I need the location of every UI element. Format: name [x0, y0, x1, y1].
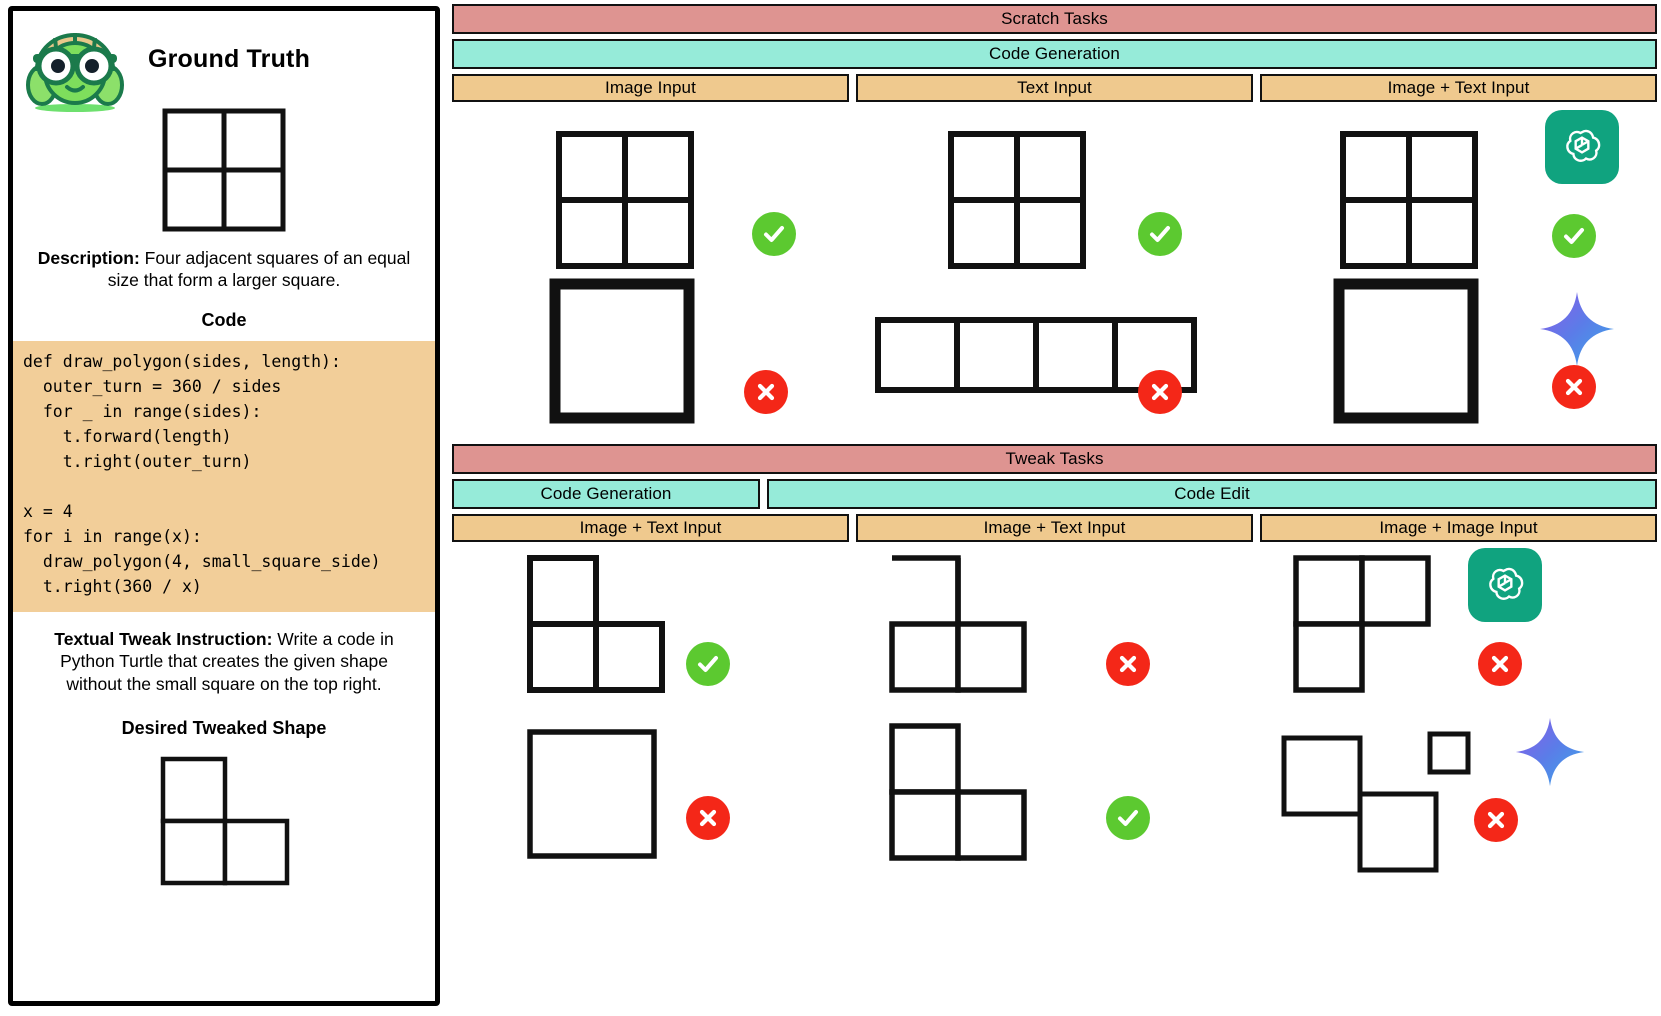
tweak-cell-codegen-1	[452, 542, 849, 710]
tweak-task-code-generation: Code Generation	[452, 479, 760, 509]
shape-1x4-strip	[874, 316, 1198, 399]
check-circle-icon	[752, 212, 796, 256]
tweak-results-row-2	[452, 710, 1657, 878]
scratch-cell-text-input-1	[856, 102, 1253, 270]
tweak-cell-codeedit-image-2	[1260, 710, 1657, 878]
tweak-instruction-body: Write a code in Python Turtle that creat…	[60, 628, 394, 695]
x-circle-icon	[744, 370, 788, 414]
scratch-cell-image-text-input-2	[1260, 270, 1657, 438]
check-circle-icon	[1138, 212, 1182, 256]
tweak-instruction: Textual Tweak Instruction: Write a code …	[39, 628, 409, 696]
tweak-input-image-image: Image + Image Input	[1260, 514, 1657, 542]
description-body: Four adjacent squares of an equal size t…	[107, 248, 411, 291]
shape-L-shape-open-top-left	[888, 554, 1028, 699]
x-circle-icon	[1474, 798, 1518, 842]
tweak-cell-codeedit-text-2	[856, 710, 1253, 878]
tweak-instruction-label: Textual Tweak Instruction:	[54, 628, 273, 649]
results-panel: Scratch Tasks Code Generation Image Inpu…	[452, 4, 1657, 1012]
scratch-results-row-2	[452, 270, 1657, 438]
tweak-task-row: Code Generation Code Edit	[452, 479, 1657, 509]
ground-truth-header: Ground Truth	[13, 11, 435, 112]
scratch-input-image: Image Input	[452, 74, 849, 102]
gemini-sparkle-icon	[1538, 290, 1616, 373]
tweak-input-row: Image + Text Input Image + Text Input Im…	[452, 514, 1657, 542]
scratch-task-row: Code Generation	[452, 39, 1657, 69]
shape-L-shape	[888, 722, 1028, 867]
scratch-tasks-section-header: Scratch Tasks	[452, 4, 1657, 34]
code-heading: Code	[201, 309, 247, 330]
x-circle-icon	[1478, 642, 1522, 686]
description-label: Description:	[37, 248, 140, 268]
tweak-cell-codeedit-text-1	[856, 542, 1253, 710]
tweak-input-image-text-2: Image + Text Input	[856, 514, 1253, 542]
scratch-input-row: Image Input Text Input Image + Text Inpu…	[452, 74, 1657, 102]
tweak-tasks-section-header: Tweak Tasks	[452, 444, 1657, 474]
x-circle-icon	[686, 796, 730, 840]
turtle-mascot-icon	[25, 21, 125, 113]
scratch-input-text: Text Input	[856, 74, 1253, 102]
desired-tweaked-shape	[13, 755, 435, 886]
shape-2x2-grid	[1338, 129, 1480, 276]
shape-L-shape-mirrored	[1292, 554, 1432, 699]
shape-2x2-grid	[554, 129, 696, 276]
check-circle-icon	[1106, 796, 1150, 840]
tweak-cell-codeedit-image-1	[1260, 542, 1657, 710]
tweak-cell-codegen-2	[452, 710, 849, 878]
tweak-input-image-text-1: Image + Text Input	[452, 514, 849, 542]
panel-title: Ground Truth	[147, 45, 311, 73]
scratch-cell-image-text-input-1	[1260, 102, 1657, 270]
shape-single-thick-square	[1332, 277, 1480, 430]
code-block: def draw_polygon(sides, length): outer_t…	[13, 340, 435, 612]
scratch-cell-image-input-1	[452, 102, 849, 270]
scratch-results-row-1	[452, 102, 1657, 270]
shape-L-shape	[526, 554, 666, 699]
ground-truth-panel: Ground Truth Description: Four adjacent …	[8, 6, 440, 1006]
x-circle-icon	[1138, 370, 1182, 414]
x-circle-icon	[1552, 365, 1596, 409]
scratch-task-code-generation: Code Generation	[452, 39, 1657, 69]
x-circle-icon	[1106, 642, 1150, 686]
shape-single-square	[526, 728, 658, 865]
code-text: def draw_polygon(sides, length): outer_t…	[23, 351, 381, 597]
scratch-cell-text-input-2	[856, 270, 1253, 438]
shape-single-thick-square	[548, 277, 696, 430]
shape-offset-squares-with-detached	[1280, 720, 1471, 875]
gemini-sparkle-icon	[1514, 716, 1586, 793]
tweak-task-code-edit: Code Edit	[767, 479, 1657, 509]
description-text: Description: Four adjacent squares of an…	[35, 247, 413, 292]
tweak-results-row-1	[452, 542, 1657, 710]
openai-logo-icon	[1468, 548, 1542, 622]
desired-shape-heading: Desired Tweaked Shape	[121, 717, 327, 738]
check-circle-icon	[686, 642, 730, 686]
openai-logo-icon	[1545, 110, 1619, 184]
scratch-input-image-text: Image + Text Input	[1260, 74, 1657, 102]
shape-2x2-grid	[946, 129, 1088, 276]
ground-truth-shape	[13, 107, 435, 233]
scratch-cell-image-input-2	[452, 270, 849, 438]
check-circle-icon	[1552, 214, 1596, 258]
